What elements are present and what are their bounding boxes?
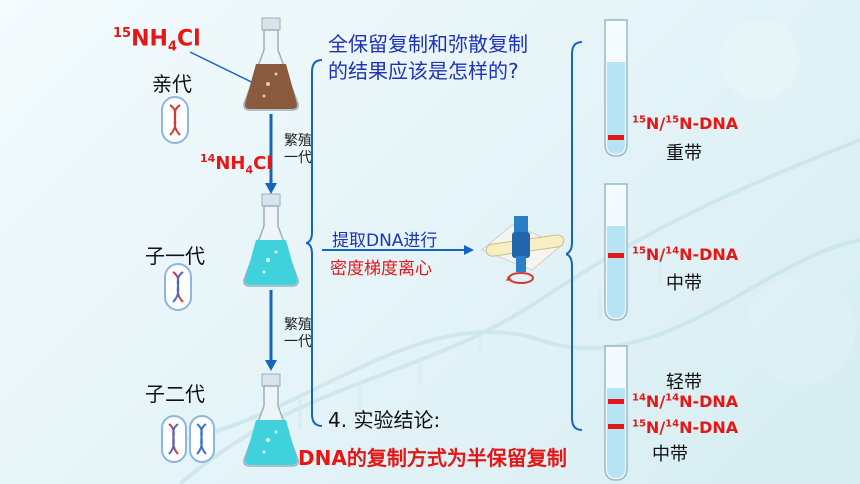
tube-3-icon bbox=[604, 345, 628, 481]
conclusion-title: 4. 实验结论: bbox=[328, 408, 441, 432]
centrifuge-text: 密度梯度离心 bbox=[330, 259, 432, 279]
tube-3-light-band-label: 14N/14N-DNA bbox=[632, 392, 739, 411]
parent-flask-icon bbox=[243, 17, 299, 111]
conclusion-text: DNA的复制方式为半保留复制 bbox=[298, 446, 567, 470]
tube-3-band-light bbox=[608, 399, 624, 404]
tube-1-icon bbox=[604, 19, 628, 157]
right-bracket bbox=[566, 41, 583, 431]
tube-3-middle-band-label: 15N/14N-DNA bbox=[632, 418, 739, 437]
question-text: 全保留复制和弥散复制 的结果应该是怎样的? bbox=[328, 32, 528, 83]
tube-2-icon bbox=[604, 183, 628, 321]
child1-flask-icon bbox=[243, 193, 299, 287]
extract-text: 提取DNA进行 bbox=[332, 231, 438, 251]
parent-bacterium-icon bbox=[161, 96, 189, 144]
tube-2-band-middle bbox=[608, 253, 624, 258]
centrifuge-icon bbox=[481, 216, 565, 284]
child2-label: 子二代 bbox=[145, 382, 205, 406]
parent-label: 亲代 bbox=[152, 72, 192, 96]
child2-bacteria-icon bbox=[161, 415, 215, 463]
breed-label-1: 繁殖一代 bbox=[284, 133, 312, 166]
tube-2-band-name: 中带 bbox=[666, 273, 702, 294]
n15-reagent-label: 15NH4Cl bbox=[113, 26, 201, 55]
n14-reagent-label: 14NH4Cl bbox=[200, 152, 273, 177]
tube-2-band-label: 15N/14N-DNA bbox=[632, 245, 739, 264]
tube-3-band-middle bbox=[608, 424, 624, 429]
tube-3-middle-band-name: 中带 bbox=[652, 444, 688, 465]
left-brace bbox=[306, 59, 323, 427]
child2-flask-icon bbox=[243, 373, 299, 467]
breed-label-2: 繁殖一代 bbox=[284, 317, 312, 350]
tube-1-band-label: 15N/15N-DNA bbox=[632, 114, 739, 133]
tube-1-band-heavy bbox=[608, 135, 624, 140]
child1-bacterium-icon bbox=[164, 263, 192, 311]
tube-3-light-band-name: 轻带 bbox=[666, 372, 702, 393]
tube-1-band-name: 重带 bbox=[666, 143, 702, 164]
